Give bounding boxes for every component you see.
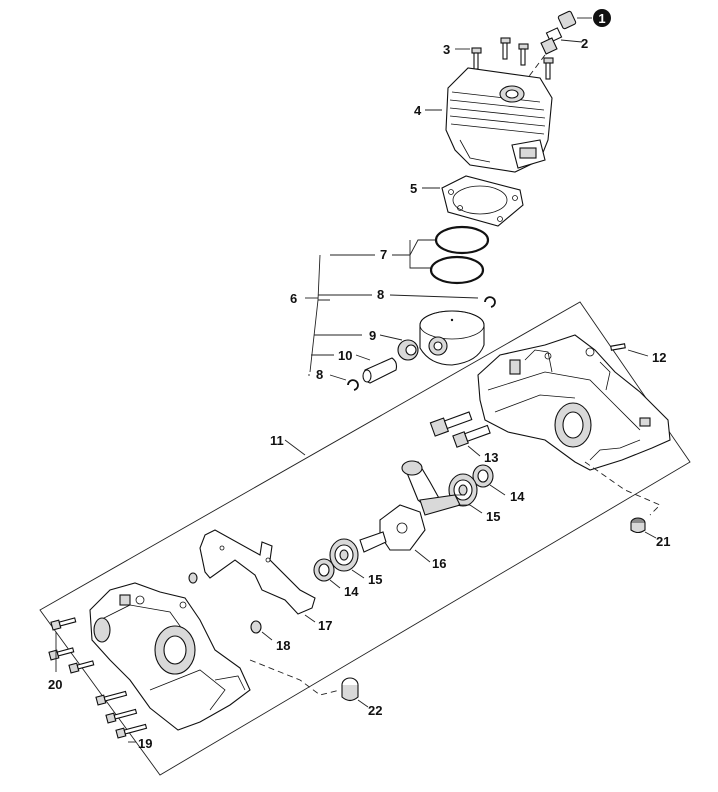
callout-16: 16 <box>432 556 446 571</box>
callout-19: 19 <box>138 736 152 751</box>
oil-seal-left-part[interactable] <box>313 558 335 582</box>
crankcase-screws-bottom-part[interactable] <box>95 689 148 739</box>
callout-17: 17 <box>318 618 332 633</box>
callout-4: 4 <box>414 103 422 118</box>
callout-6: 6 <box>290 291 297 306</box>
drain-plug-part[interactable] <box>630 517 646 534</box>
needle-bearing-part[interactable] <box>397 339 419 361</box>
circlip-upper-part[interactable] <box>484 296 496 308</box>
callout-20: 20 <box>48 677 62 692</box>
dowel-pin-part[interactable] <box>610 343 626 351</box>
dowel-sleeve-small-part[interactable] <box>188 572 198 584</box>
crankcase-screws-left-part[interactable] <box>48 616 95 674</box>
callout-14-left: 14 <box>344 584 359 599</box>
callout-18: 18 <box>276 638 290 653</box>
callout-7: 7 <box>380 247 387 262</box>
dowel-sleeve-part[interactable] <box>250 620 262 634</box>
crankcase-bolts-part[interactable] <box>429 409 491 448</box>
callout-1: 1 <box>593 9 611 27</box>
callout-15-right: 15 <box>486 509 500 524</box>
callout-9: 9 <box>369 328 376 343</box>
callout-10: 10 <box>338 348 352 363</box>
bushing-part[interactable] <box>341 677 359 702</box>
oil-seal-right-part[interactable] <box>472 464 494 488</box>
callout-11: 11 <box>270 433 284 448</box>
piston-rings-part[interactable] <box>429 225 490 285</box>
callout-21: 21 <box>656 534 670 549</box>
piston-part[interactable] <box>419 310 485 366</box>
bearing-left-part[interactable] <box>329 538 359 572</box>
callout-13: 13 <box>484 450 498 465</box>
circlip-lower-part[interactable] <box>347 379 359 391</box>
svg-text:1: 1 <box>598 11 605 26</box>
crankcase-right-half-part[interactable] <box>477 334 671 471</box>
crankshaft-part[interactable] <box>359 460 470 553</box>
crankcase-assembly-outline <box>39 301 691 776</box>
callout-12: 12 <box>652 350 666 365</box>
crankcase-left-half-part[interactable] <box>89 582 251 731</box>
callout-8-lower: 8 <box>316 367 323 382</box>
spark-plug-part[interactable] <box>540 10 577 55</box>
callout-3: 3 <box>443 42 450 57</box>
callout-8-upper: 8 <box>377 287 384 302</box>
cylinder-part[interactable] <box>445 67 553 173</box>
callout-15-left: 15 <box>368 572 382 587</box>
callout-5: 5 <box>410 181 417 196</box>
crankcase-gasket-part[interactable] <box>199 529 316 615</box>
cylinder-screws-part[interactable] <box>471 37 554 80</box>
callout-2: 2 <box>581 36 588 51</box>
callout-22: 22 <box>368 703 382 718</box>
callout-14-right: 14 <box>510 489 525 504</box>
piston-pin-part[interactable] <box>362 357 398 384</box>
cylinder-gasket-part[interactable] <box>441 175 524 227</box>
